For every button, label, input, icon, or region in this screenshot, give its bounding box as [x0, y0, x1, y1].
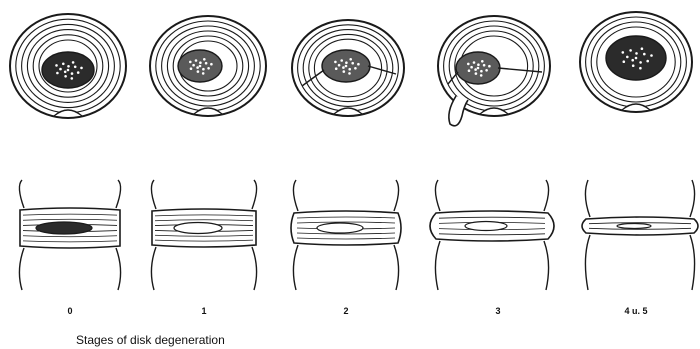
stage-label-3: 3: [495, 306, 500, 316]
stage-label-0: 0: [67, 306, 72, 316]
figure-caption: Stages of disk degeneration: [76, 333, 225, 347]
sagittal-disk-stage-4: [582, 180, 698, 290]
sagittal-disk-stage-1: [151, 180, 256, 290]
stage-label-2: 2: [343, 306, 348, 316]
axial-disk-stage-4: [580, 12, 692, 112]
stage-label-4-5: 4 u. 5: [624, 306, 647, 316]
stage-label-1: 1: [201, 306, 206, 316]
sagittal-disk-stage-3: [430, 180, 554, 290]
sagittal-disk-stage-2: [291, 180, 401, 290]
axial-disk-stage-2: [292, 20, 404, 116]
axial-disk-stage-3: [438, 16, 550, 126]
axial-disk-stage-1: [150, 16, 266, 116]
sagittal-disk-stage-0: [19, 180, 120, 290]
axial-disk-stage-0: [10, 14, 126, 118]
